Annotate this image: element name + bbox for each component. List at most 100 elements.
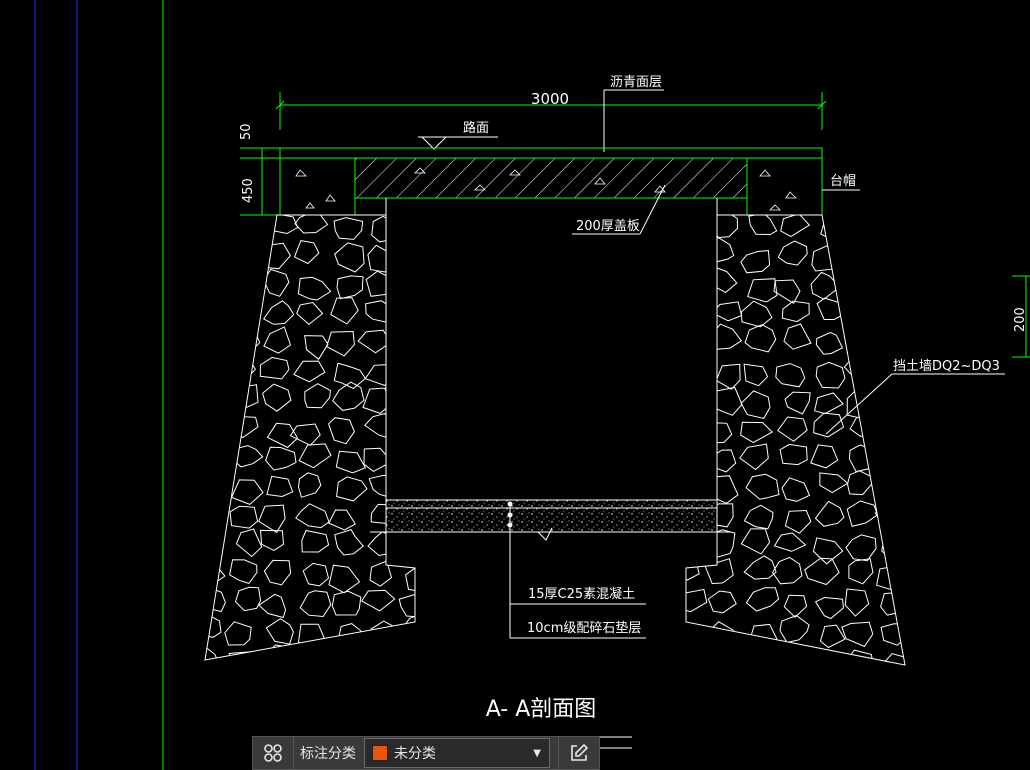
rubble-stone: [295, 503, 330, 529]
label-concrete: 15厚C25素混凝土: [528, 586, 635, 602]
rubble-stone: [773, 532, 807, 552]
rubble-stone: [848, 558, 874, 585]
rubble-stone: [781, 649, 807, 665]
rubble-stone: [847, 243, 882, 269]
rubble-stone: [299, 649, 331, 660]
rubble-stone: [259, 529, 285, 551]
rubble-stone: [848, 301, 877, 324]
dimension-right: [1012, 275, 1030, 358]
rubble-stone: [336, 476, 368, 502]
rubble-stone: [229, 355, 257, 378]
rubble-stone: [743, 363, 769, 387]
rubble-stone: [740, 421, 774, 444]
annotation-category-label: 标注分类: [300, 746, 356, 762]
rubble-stone: [304, 335, 329, 360]
label-asphalt: 沥青面层: [610, 75, 662, 90]
dimension-top-thickness: 50: [239, 123, 254, 140]
rubble-stone: [814, 392, 844, 415]
rubble-stone: [328, 417, 355, 445]
rubble-stone: [811, 245, 841, 272]
rubble-stone: [686, 588, 708, 613]
rubble-stone: [226, 274, 256, 295]
rubble-stone: [881, 416, 905, 439]
rubble-stone: [398, 594, 415, 618]
rubble-stone: [881, 653, 905, 665]
rubble-stone: [259, 242, 292, 270]
rubble-stone: [205, 468, 225, 493]
rubble-stone: [362, 387, 392, 414]
rubble-stone: [259, 356, 290, 380]
rubble-stone: [365, 270, 397, 297]
rubble-stone: [205, 275, 222, 303]
rubble-stone: [707, 590, 737, 614]
dimension-slab-thickness: 450: [241, 178, 256, 203]
rubble-stone: [205, 616, 222, 638]
rubble-stone: [686, 393, 703, 417]
rubble-stone: [234, 586, 262, 612]
rubble-stone: [708, 475, 739, 504]
rubble-stone: [784, 391, 811, 415]
rubble-stone: [293, 240, 320, 265]
rubble-stone: [262, 300, 295, 325]
rubble-stone: [265, 446, 297, 471]
rubble-stone: [367, 531, 403, 557]
rubble-stone: [396, 418, 415, 446]
rubble-stone: [810, 444, 839, 469]
rubble-stone: [367, 244, 400, 273]
dimension-width: [275, 92, 827, 130]
rubble-stone: [784, 509, 812, 534]
rubble-stone: [846, 500, 879, 528]
rubble-stone: [357, 329, 392, 354]
rubble-stone: [843, 272, 875, 300]
rubble-stone: [783, 594, 808, 618]
rubble-stone: [815, 332, 844, 355]
rubble-stone: [399, 326, 415, 357]
rubble-stone: [304, 383, 331, 409]
rubble-stone: [401, 243, 415, 268]
rubble-stone: [405, 568, 415, 592]
dimension-right-text: 200: [1013, 307, 1028, 332]
rubble-stone: [205, 247, 224, 271]
rubble-stone: [846, 328, 877, 356]
rubble-stone: [740, 250, 771, 274]
rubble-stone: [875, 242, 905, 266]
label-cover: 200厚盖板: [576, 219, 640, 234]
rubble-stone: [880, 325, 905, 352]
dimension-left: [240, 147, 280, 216]
rubble-stone: [265, 618, 294, 645]
rubble-stone: [879, 445, 905, 471]
road-marker: [418, 136, 498, 150]
rubble-stone: [777, 416, 808, 442]
dimension-width-text: 3000: [531, 90, 569, 108]
rubble-stone: [686, 557, 700, 581]
rubble-stone: [708, 237, 735, 263]
rubble-stone: [709, 449, 737, 473]
rubble-stone: [743, 504, 774, 530]
rubble-stone: [229, 215, 252, 240]
rubble-stone: [740, 300, 773, 328]
rubble-stone: [205, 388, 224, 413]
rubble-stone: [299, 590, 332, 618]
rubble-stone: [815, 361, 846, 389]
grid-icon[interactable]: [253, 737, 294, 769]
rubble-stone: [267, 215, 299, 235]
rubble-stone: [364, 413, 400, 438]
rubble-stone: [368, 475, 401, 498]
edit-icon[interactable]: [558, 737, 599, 769]
rubble-stone: [813, 412, 845, 438]
cap-left: [279, 157, 356, 216]
rubble-stone: [781, 300, 810, 323]
rubble-stone: [812, 537, 844, 565]
rubble-stone: [743, 555, 777, 580]
rubble-stone: [331, 590, 362, 616]
category-select[interactable]: 未分类 ▼: [364, 738, 550, 768]
cover-slab: [354, 157, 748, 199]
chevron-down-icon: ▼: [533, 747, 541, 759]
rubble-stone: [266, 422, 299, 449]
rubble-stone: [686, 267, 707, 292]
rubble-stone: [258, 504, 286, 534]
rubble-stone: [686, 241, 711, 263]
rubble-stone: [262, 383, 292, 412]
rubble-stone: [205, 528, 221, 557]
